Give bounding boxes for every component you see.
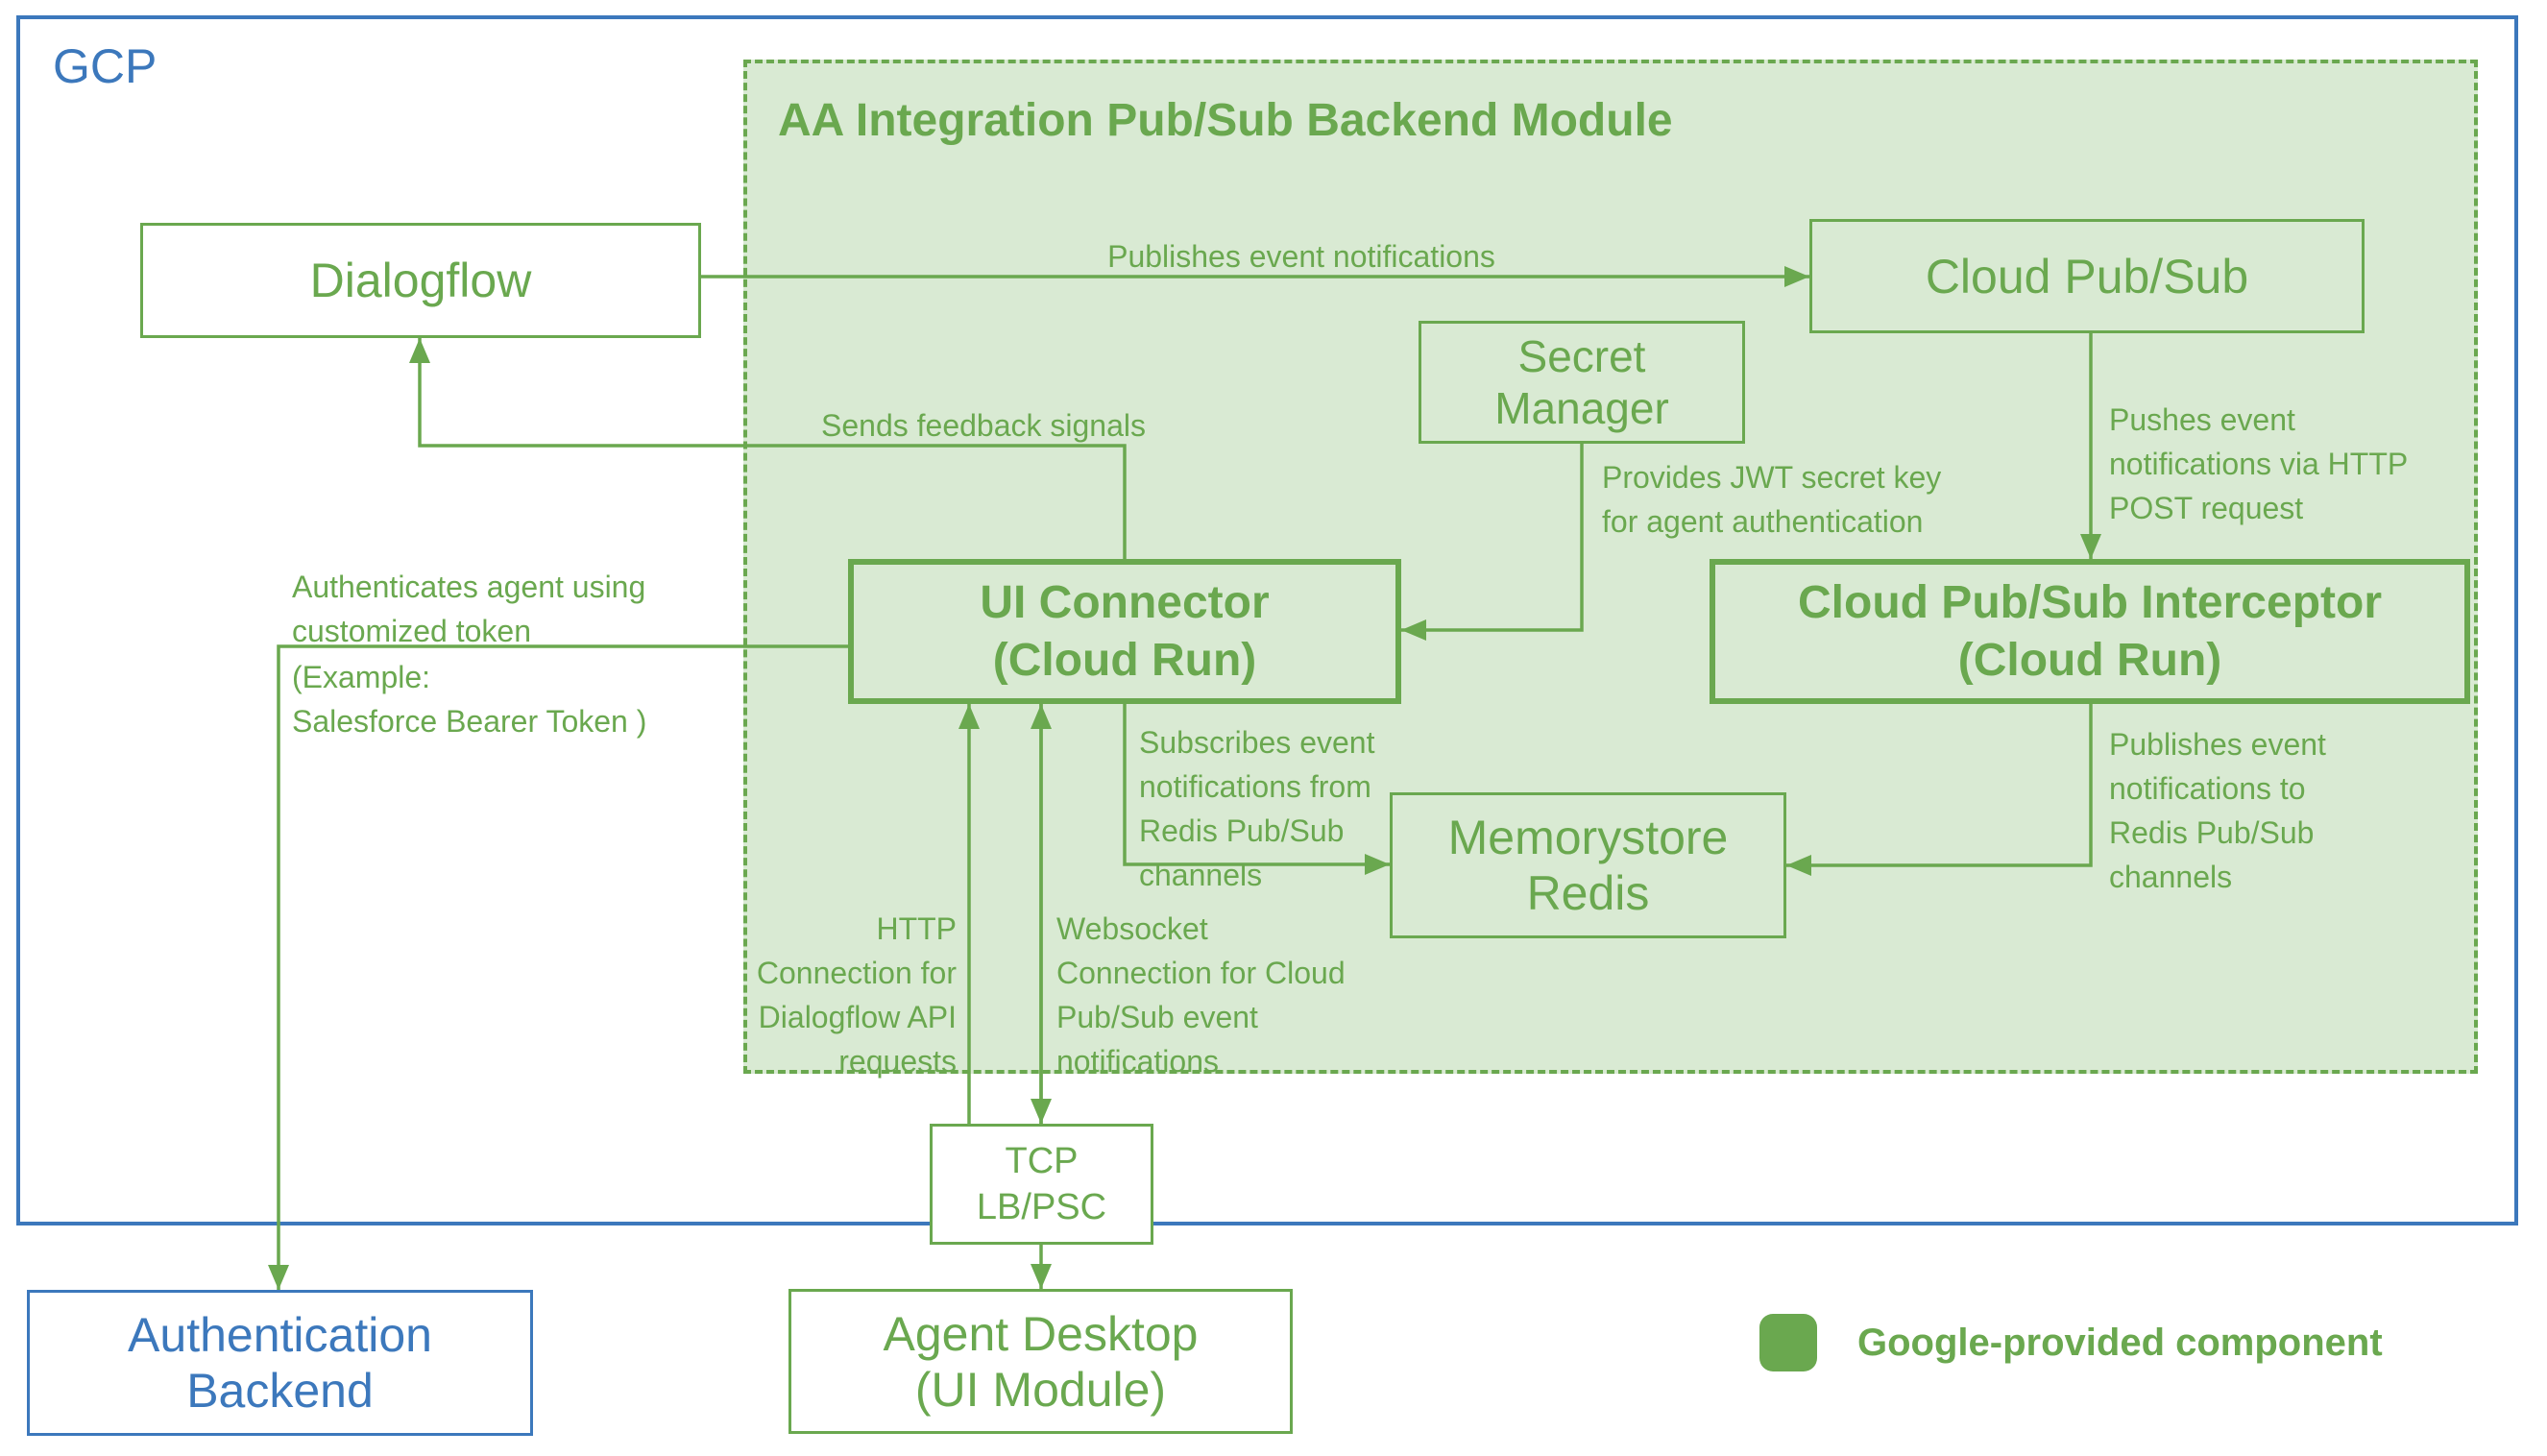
legend: Google-provided component — [1759, 1314, 2383, 1371]
label-http-connection: HTTP Connection for Dialogflow API reque… — [756, 911, 957, 1079]
edge-subscribes-event-notifications — [1123, 704, 1390, 875]
node-cloud-pubsub: Cloud Pub/Sub — [1809, 219, 2365, 333]
edge-sends-feedback-signals — [409, 338, 1127, 559]
label-pushes-event-notifications: Pushes event notifications via HTTP POST… — [2109, 402, 2409, 525]
label-authenticates-agent: Authenticates agent using customized tok… — [292, 570, 646, 648]
edge-authenticates-agent — [268, 644, 850, 1290]
node-authentication-backend: Authentication Backend — [27, 1290, 533, 1436]
label-authenticates-agent-example: (Example: Salesforce Bearer Token ) — [292, 660, 647, 739]
label-websocket-connection: Websocket Connection for Cloud Pub/Sub e… — [1056, 911, 1346, 1079]
label-sends-feedback-signals: Sends feedback signals — [821, 408, 1146, 443]
node-tcp-lb-psc: TCP LB/PSC — [930, 1124, 1153, 1245]
pubsub-backend-module-title: AA Integration Pub/Sub Backend Module — [778, 95, 1673, 146]
legend-green-swatch-icon — [1759, 1314, 1817, 1371]
node-ui-connector: UI Connector (Cloud Run) — [848, 559, 1401, 704]
node-secret-manager: Secret Manager — [1419, 321, 1745, 444]
node-cloud-pubsub-interceptor: Cloud Pub/Sub Interceptor (Cloud Run) — [1710, 559, 2470, 704]
edge-publishes-to-redis — [1786, 704, 2093, 876]
label-publishes-to-redis: Publishes event notifications to Redis P… — [2109, 727, 2326, 894]
label-publishes-event-notifications: Publishes event notifications — [1107, 239, 1495, 274]
label-subscribes-event-notifications: Subscribes event notifications from Redi… — [1139, 725, 1375, 892]
label-provides-jwt-secret: Provides JWT secret key for agent authen… — [1602, 460, 1942, 539]
edge-provides-jwt-secret — [1401, 444, 1584, 641]
gcp-label: GCP — [53, 39, 158, 93]
node-dialogflow: Dialogflow — [140, 223, 701, 338]
node-memorystore-redis: Memorystore Redis — [1390, 792, 1786, 938]
legend-label: Google-provided component — [1857, 1321, 2383, 1364]
node-agent-desktop: Agent Desktop (UI Module) — [788, 1289, 1293, 1434]
